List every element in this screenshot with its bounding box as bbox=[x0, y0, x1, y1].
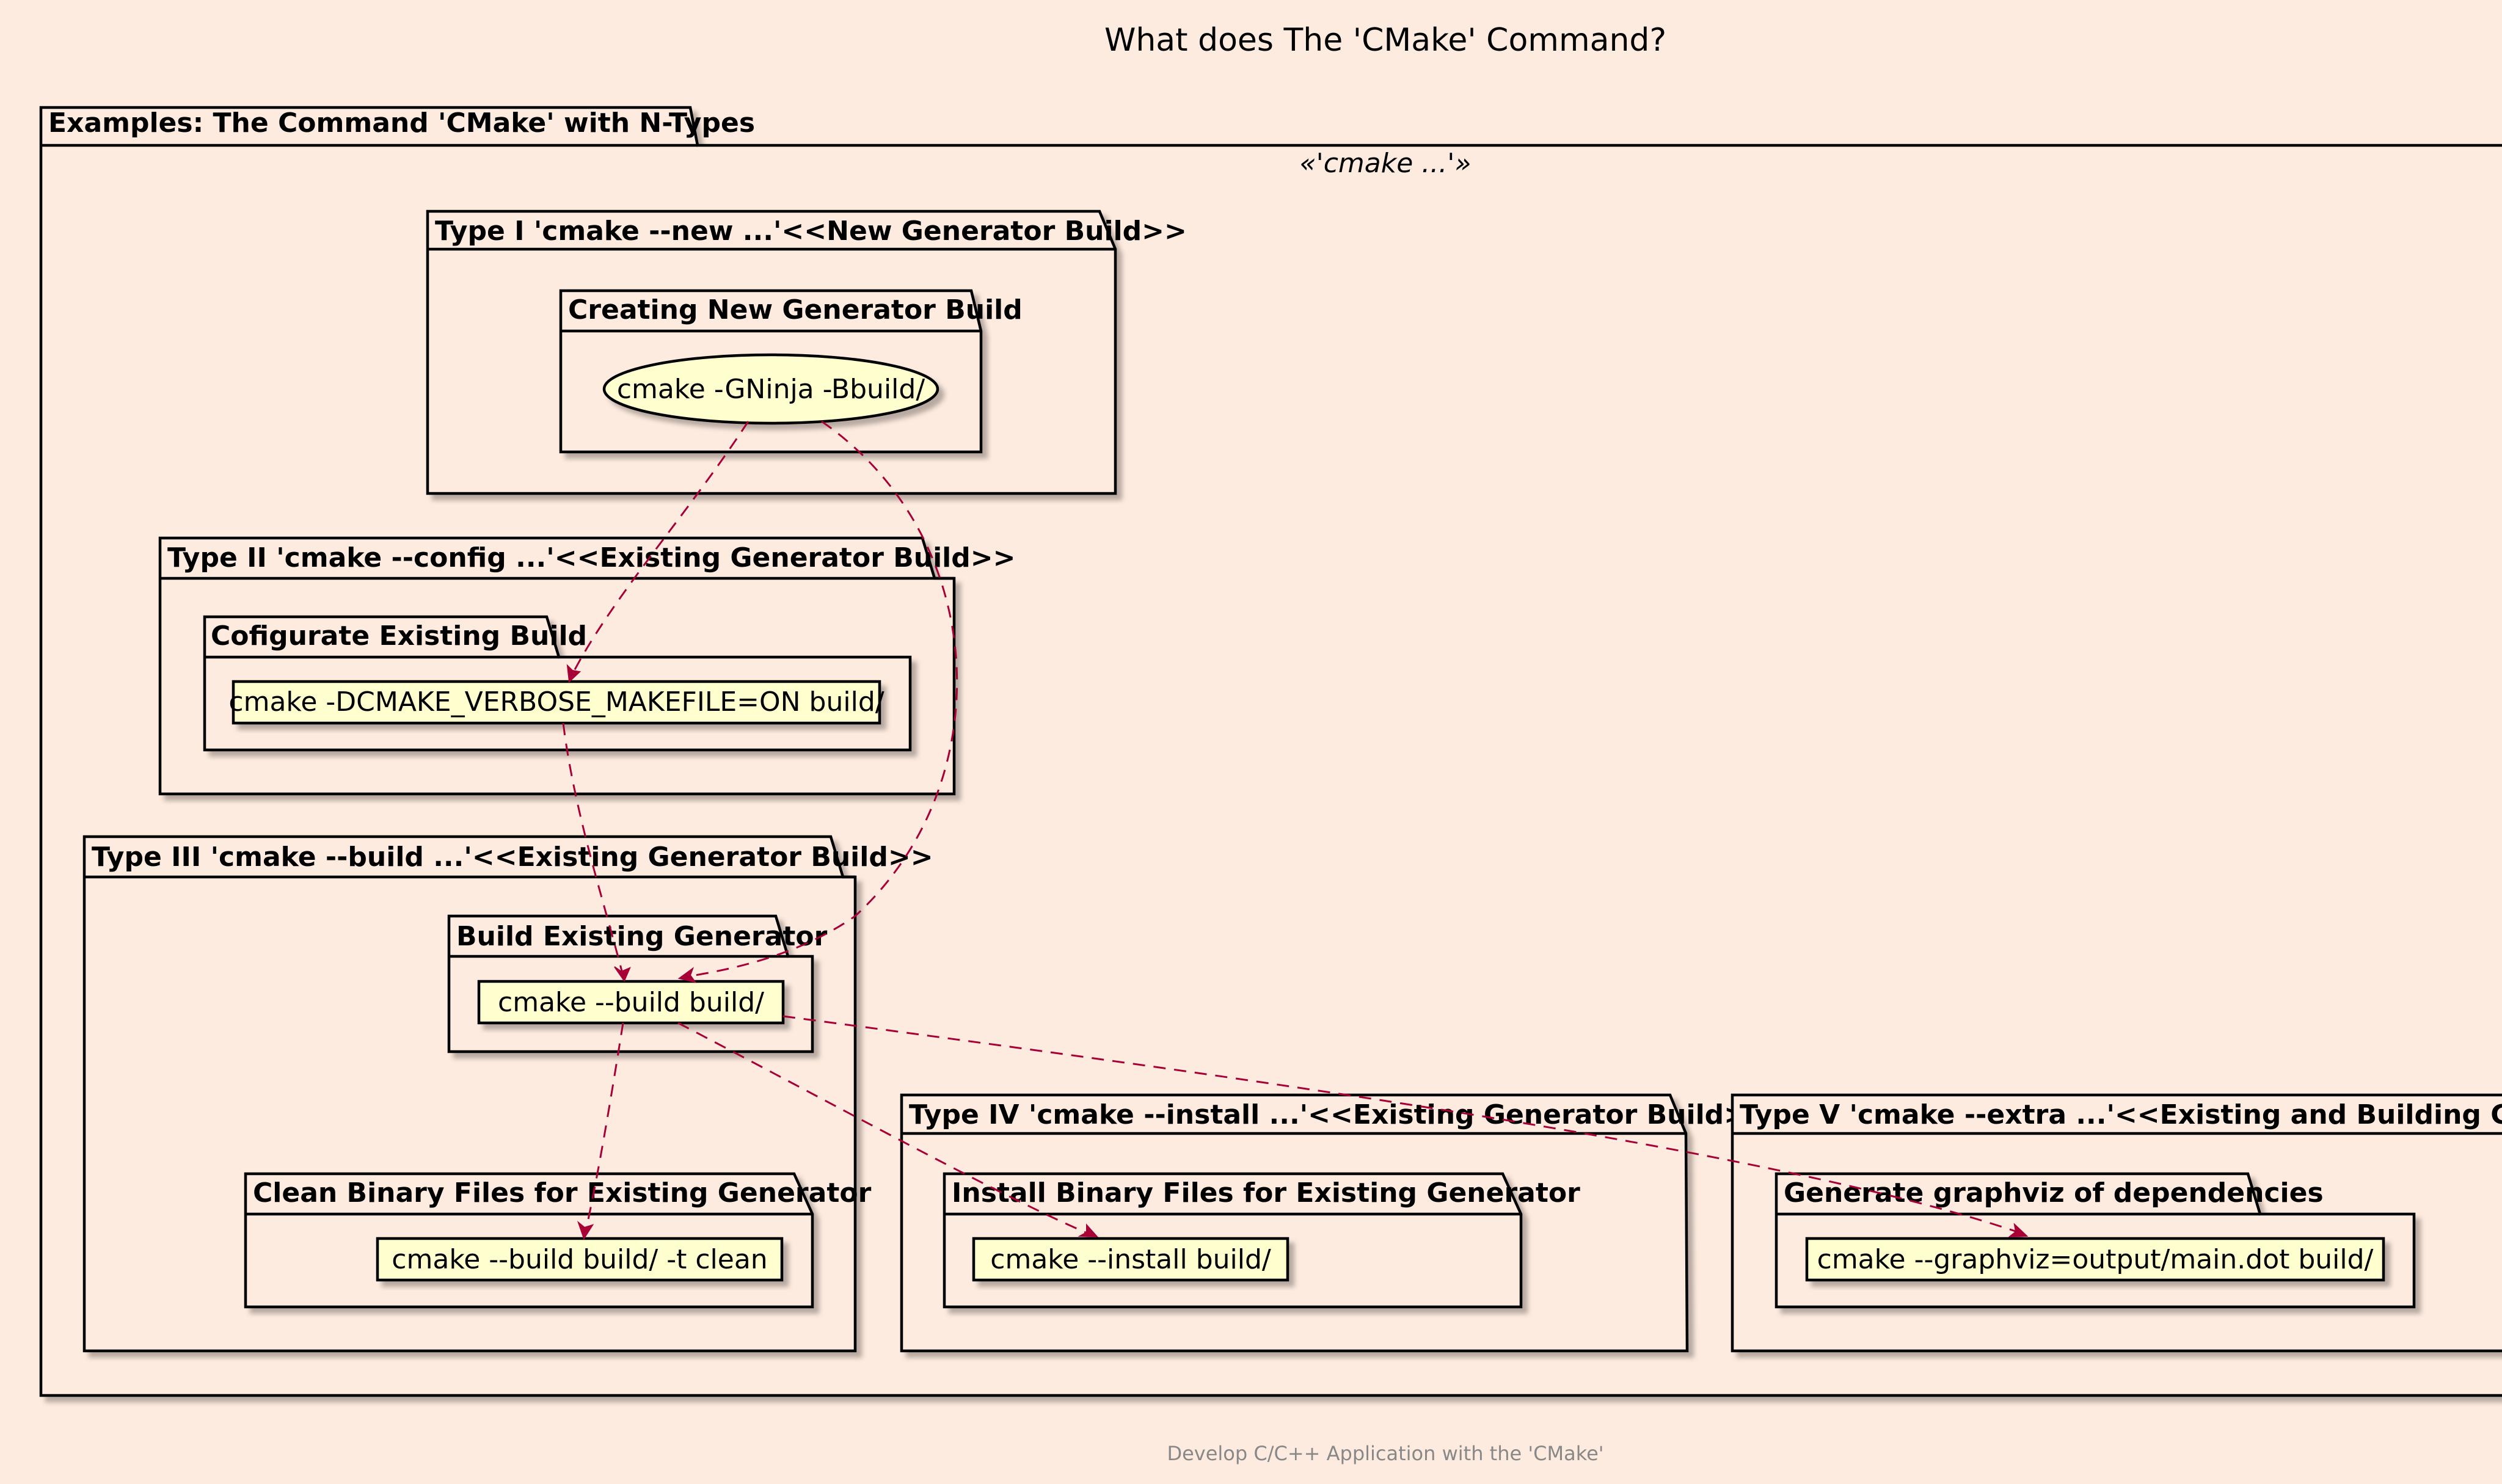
edge-gninja-to-config bbox=[570, 421, 750, 677]
package-type-4: Type IV 'cmake --install ...'<<Existing … bbox=[900, 1093, 1769, 1353]
subpackage-install-binary-label: Install Binary Files for Existing Genera… bbox=[952, 1177, 1580, 1209]
node-cmake-install-label: cmake --install build/ bbox=[990, 1244, 1271, 1275]
package-type-4-label: Type IV 'cmake --install ...'<<Existing … bbox=[909, 1099, 1769, 1130]
edge-build-to-clean-arrow bbox=[577, 1221, 594, 1240]
node-cmake-install bbox=[972, 1237, 1289, 1282]
package-type-3-label: Type III 'cmake --build ...'<<Existing G… bbox=[92, 842, 933, 873]
diagram-footer: Develop C/C++ Application with the 'CMak… bbox=[1167, 1442, 1603, 1465]
package-type-5: Type V 'cmake --extra ...'<<Existing and… bbox=[1731, 1093, 2502, 1353]
node-cmake-gninja-label: cmake -GNinja -Bbuild/ bbox=[617, 374, 925, 405]
subpackage-creating-new-build-label: Creating New Generator Build bbox=[568, 294, 1023, 326]
package-type-1: Type I 'cmake --new ...'<<New Generator … bbox=[426, 209, 1187, 495]
outer-package-label: Examples: The Command 'CMake' with N-Typ… bbox=[48, 107, 755, 139]
node-cmake-build bbox=[477, 980, 785, 1025]
edge-build-to-install-arrow bbox=[1078, 1223, 1099, 1238]
edge-build-to-clean bbox=[584, 1022, 624, 1234]
outer-package-stereotype: «'cmake ...'» bbox=[1299, 148, 1471, 179]
package-type-5-label: Type V 'cmake --extra ...'<<Existing and… bbox=[1740, 1099, 2502, 1130]
subpackage-configure-build-label: Cofigurate Existing Build bbox=[211, 620, 587, 652]
subpackage-build-existing-label: Build Existing Generator bbox=[456, 921, 828, 952]
package-type-2: Type II 'cmake --config ...'<<Existing G… bbox=[158, 536, 1015, 796]
diagram-title: What does The 'CMake' Command? bbox=[1104, 22, 1666, 59]
node-cmake-clean bbox=[376, 1237, 784, 1282]
node-cmake-graphviz-label: cmake --graphviz=output/main.dot build/ bbox=[1817, 1244, 2374, 1275]
package-type-2-label: Type II 'cmake --config ...'<<Existing G… bbox=[167, 542, 1015, 573]
node-cmake-graphviz bbox=[1805, 1237, 2385, 1282]
package-type-3: Type III 'cmake --build ...'<<Existing G… bbox=[82, 835, 933, 1353]
node-cmake-config bbox=[232, 680, 881, 725]
edge-build-to-graphviz bbox=[782, 1015, 2019, 1234]
edges bbox=[562, 420, 2029, 1240]
node-cmake-config-label: cmake -DCMAKE_VERBOSE_MAKEFILE=ON build/ bbox=[228, 686, 884, 718]
edge-config-to-build bbox=[562, 722, 624, 977]
edge-gninja-to-config-arrow bbox=[566, 664, 582, 683]
node-cmake-clean-label: cmake --build build/ -t clean bbox=[392, 1244, 767, 1275]
edge-build-to-install bbox=[677, 1022, 1089, 1235]
subpackage-graphviz-label: Generate graphviz of dependencies bbox=[1784, 1177, 2324, 1209]
subpackage-clean-binary-label: Clean Binary Files for Existing Generato… bbox=[253, 1177, 872, 1209]
node-cmake-gninja bbox=[602, 353, 939, 425]
edge-config-to-build-arrow bbox=[614, 966, 631, 983]
edge-build-to-graphviz-arrow bbox=[2008, 1223, 2029, 1238]
node-cmake-build-label: cmake --build build/ bbox=[498, 987, 764, 1018]
package-type-1-label: Type I 'cmake --new ...'<<New Generator … bbox=[435, 216, 1187, 247]
edge-gninja-to-build-arrow bbox=[677, 967, 697, 983]
